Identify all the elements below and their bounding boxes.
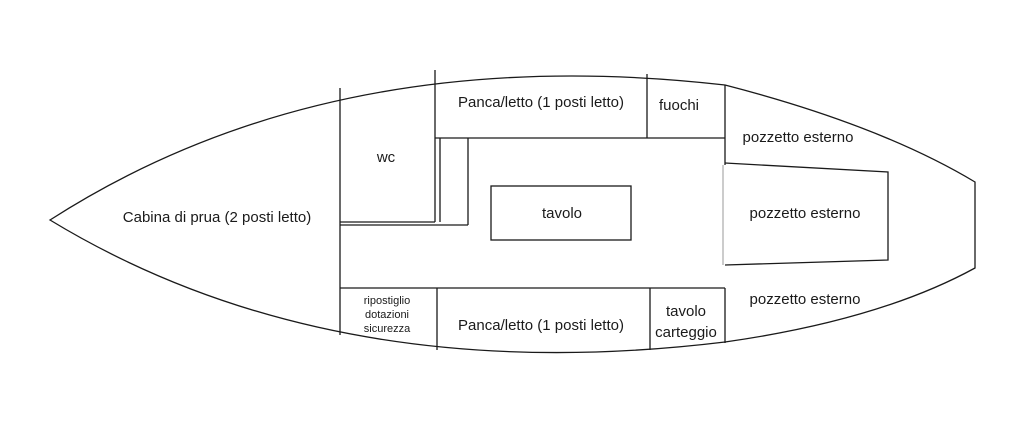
label-wc: wc	[376, 149, 396, 166]
label-ripostiglio-1: ripostiglio	[364, 295, 410, 307]
label-ripostiglio-2: dotazioni	[365, 309, 409, 321]
label-panca-top: Panca/letto (1 posti letto)	[458, 94, 624, 111]
label-panca-bottom: Panca/letto (1 posti letto)	[458, 317, 624, 334]
label-ripostiglio-3: sicurezza	[364, 323, 411, 335]
cockpit-box	[724, 162, 889, 266]
label-tavolo-carteggio-2: carteggio	[655, 324, 717, 341]
tavolo-rect	[490, 185, 632, 241]
label-pozzetto-bottom: pozzetto esterno	[750, 291, 861, 308]
label-tavolo-carteggio-1: tavolo	[666, 303, 706, 320]
label-pozzetto-mid: pozzetto esterno	[750, 205, 861, 222]
label-fuochi: fuochi	[659, 97, 699, 114]
label-pozzetto-top: pozzetto esterno	[743, 129, 854, 146]
label-tavolo: tavolo	[542, 205, 582, 222]
label-cabina-prua: Cabina di prua (2 posti letto)	[123, 209, 311, 226]
hull-outline	[48, 75, 976, 354]
